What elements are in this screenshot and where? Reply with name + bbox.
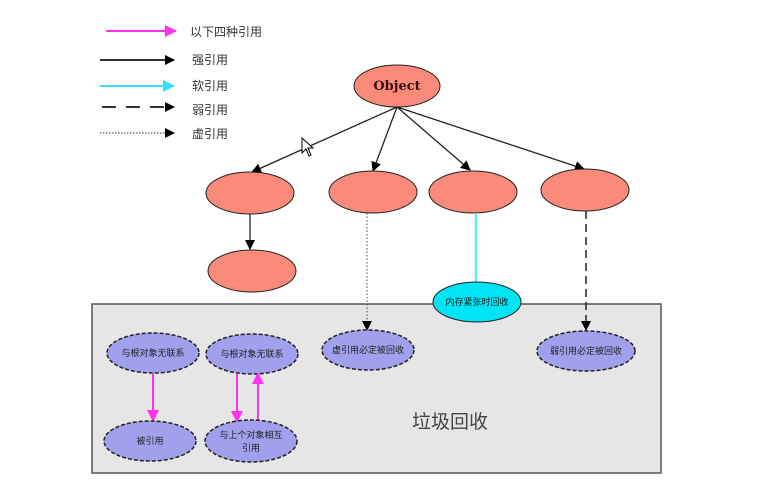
legend-phantom-label: 虚引用 [192,127,228,141]
mouse-cursor-icon [301,136,315,157]
edge-root-to-node1 [251,106,398,173]
strong-ref-node [205,171,295,215]
legend-strong-label: 强引用 [192,53,228,67]
legend-item-soft: 软引用 [100,79,228,93]
gc-node-no-root-1-label: 与根对象无联系 [121,347,184,359]
gc-node-mutual-label-line1: 与上个对象相互 [219,429,282,441]
gc-area-label: 垃圾回收 [412,411,488,433]
gc-node-referenced: 被引用 [103,420,197,462]
gc-node-no-root-2: 与根对象无联系 [205,333,299,375]
edge-root-to-node4 [396,106,585,171]
gc-node-mutual: 与上个对象相互 引用 [204,419,298,463]
gc-node-mutual-label-line2: 引用 [242,443,260,454]
memory-tight-label: 内存紧张时回收 [445,296,508,308]
gc-node-weak-collected: 弱引用必定被回收 [536,330,636,372]
edge-root-to-node2 [371,106,398,172]
legend: 以下四种引用 强引用 软引用 弱引用 虚引用 [100,25,262,141]
soft-ref-node [428,170,518,214]
gc-node-phantom-collected: 虚引用必定被回收 [321,329,415,371]
gc-node-no-root-2-label: 与根对象无联系 [220,348,283,360]
gc-node-weak-collected-label: 弱引用必定被回收 [550,345,622,357]
legend-title-row: 以下四种引用 [106,25,262,39]
memory-tight-node: 内存紧张时回收 [432,281,522,323]
root-object-label: Object [373,79,420,94]
root-edges [251,106,585,173]
legend-weak-label: 弱引用 [192,103,228,117]
root-object-node: Object [353,64,441,108]
phantom-ref-node [328,170,418,214]
legend-item-weak: 弱引用 [102,102,228,117]
gc-node-phantom-collected-label: 虚引用必定被回收 [332,344,404,356]
legend-item-phantom: 虚引用 [100,127,228,141]
legend-soft-label: 软引用 [192,79,228,93]
weak-ref-node [540,168,630,212]
edge-root-to-node3 [396,106,471,171]
strong-child-node [207,249,297,293]
legend-title: 以下四种引用 [190,25,262,39]
gc-node-no-root-1: 与根对象无联系 [106,332,200,374]
legend-item-strong: 强引用 [100,53,228,67]
gc-node-referenced-label: 被引用 [136,435,163,447]
